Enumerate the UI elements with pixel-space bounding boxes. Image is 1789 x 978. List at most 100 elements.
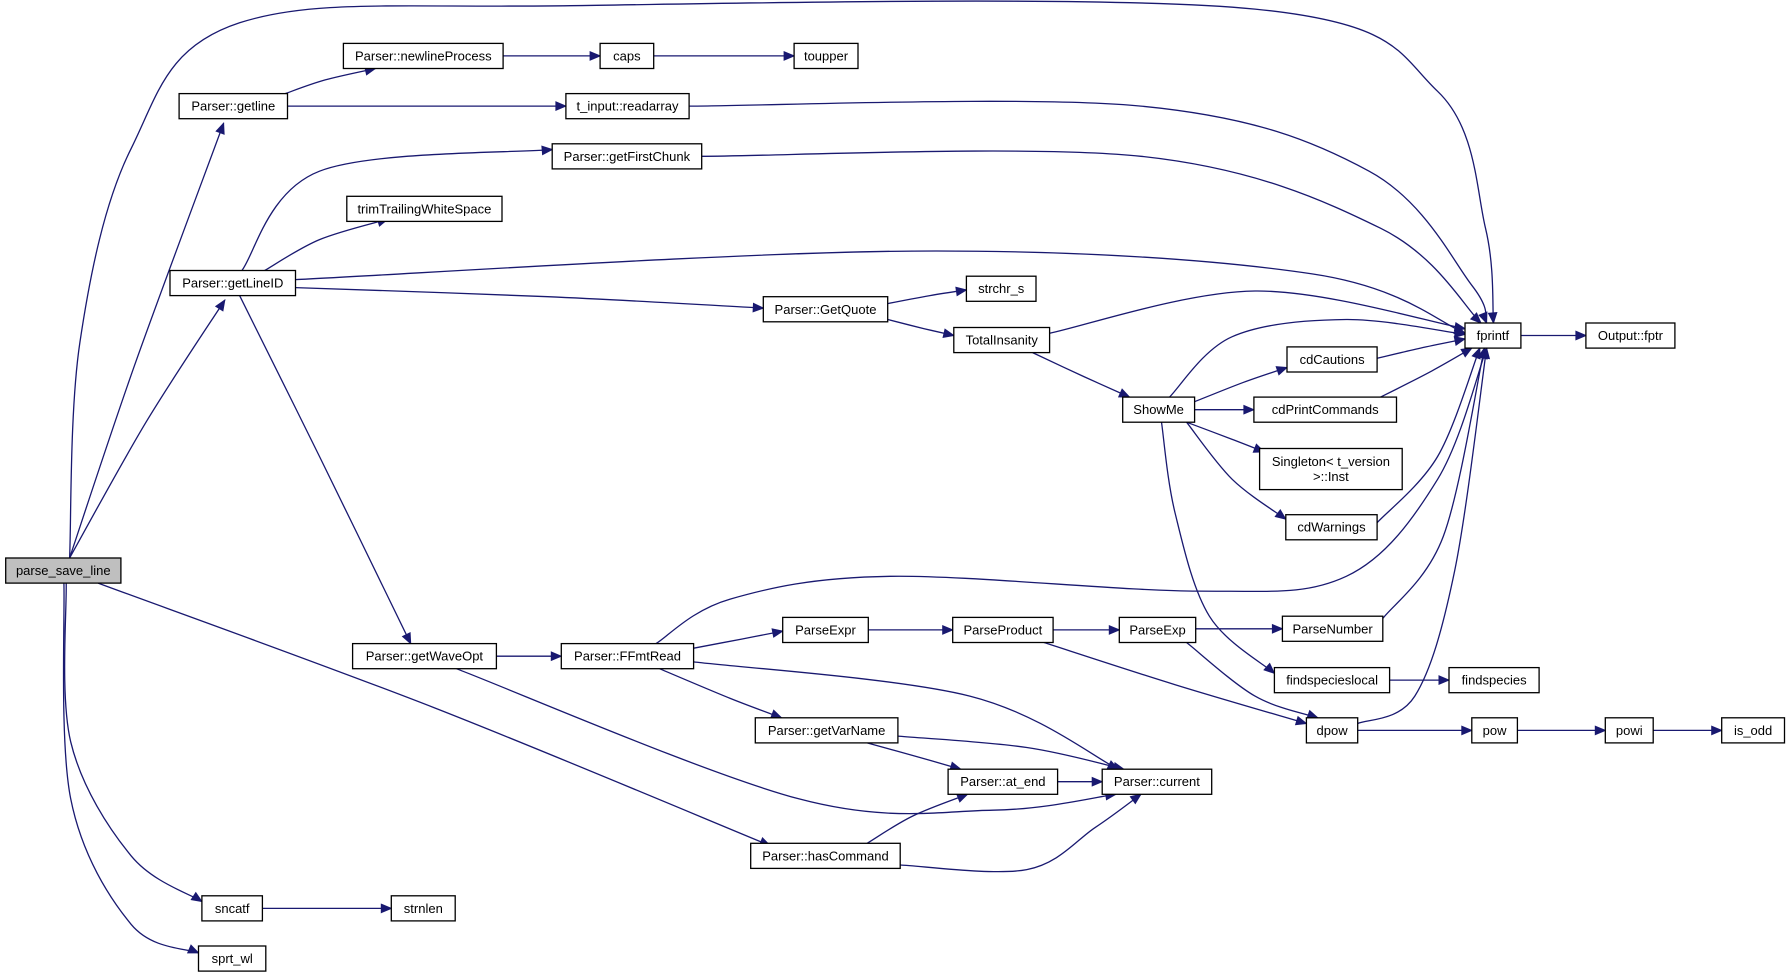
node-label: strnlen (404, 901, 443, 916)
node-label: Parser::getVarName (768, 723, 886, 738)
node-parse_save_line[interactable]: parse_save_line (5, 557, 122, 584)
edge-line (1049, 290, 1466, 334)
node-label: ParseExpr (795, 622, 856, 637)
node-hasCommand[interactable]: Parser::hasCommand (750, 842, 901, 870)
arrowhead (401, 632, 412, 645)
node-cdCautions[interactable]: cdCautions (1286, 346, 1378, 373)
node-cdPrintCommands[interactable]: cdPrintCommands (1253, 396, 1398, 423)
edge-line (62, 583, 199, 954)
edge-pow-to-powi (1517, 725, 1607, 736)
edge-line (239, 295, 412, 644)
edge-ParseProduct-to-dpow (1043, 641, 1308, 726)
node-strchr_s[interactable]: strchr_s (965, 275, 1037, 302)
edge-line (241, 148, 553, 271)
arrowhead (1461, 725, 1474, 736)
arrowhead (550, 651, 563, 662)
edge-getLineID-to-getFirstChunk (241, 145, 554, 271)
node-sprt_wl[interactable]: sprt_wl (197, 945, 267, 972)
node-GetQuote[interactable]: Parser::GetQuote (762, 296, 889, 323)
node-box (1286, 346, 1378, 373)
arrowhead (1438, 675, 1451, 686)
edge-TotalInsanity-to-fprintf (1049, 290, 1467, 334)
node-trimTrailingWhiteSpace[interactable]: trimTrailingWhiteSpace (346, 195, 503, 223)
node-is_odd[interactable]: is_odd (1721, 717, 1786, 744)
node-fptr[interactable]: Output::fptr (1585, 322, 1676, 349)
node-getVarName[interactable]: Parser::getVarName (754, 717, 899, 744)
arrowhead (1271, 623, 1284, 634)
edge-ShowMe-to-cdWarnings (1186, 421, 1287, 520)
edge-TotalInsanity-to-ShowMe (1032, 352, 1131, 398)
edge-ParseExp-to-ParseNumber (1195, 623, 1284, 634)
node-pow[interactable]: pow (1471, 717, 1519, 744)
node-ParseExpr[interactable]: ParseExpr (782, 616, 869, 644)
node-dpow[interactable]: dpow (1305, 717, 1359, 744)
arrowhead (1469, 312, 1482, 324)
edge-line (295, 286, 764, 309)
node-box (1585, 322, 1676, 349)
node-label: Parser::newlineProcess (355, 48, 492, 63)
node-box (1464, 322, 1522, 349)
arrowhead (1575, 330, 1588, 341)
node-sncatf[interactable]: sncatf (201, 895, 264, 922)
node-label: Parser::at_end (960, 774, 1045, 789)
node-label: sprt_wl (212, 951, 253, 966)
arrowhead (752, 302, 765, 313)
node-cdWarnings[interactable]: cdWarnings (1285, 514, 1378, 541)
arrowhead (589, 50, 602, 61)
edge-line (897, 735, 1124, 770)
arrowhead (955, 793, 969, 803)
node-box (1253, 396, 1398, 423)
node-box (750, 842, 901, 870)
node-fprintf[interactable]: fprintf (1464, 322, 1522, 349)
edge-getLineID-to-getWaveOpt (239, 295, 412, 645)
edge-line (1382, 347, 1486, 619)
node-findspecieslocal[interactable]: findspecieslocal (1273, 666, 1391, 694)
node-current[interactable]: Parser::current (1101, 768, 1213, 795)
edge-getVarName-to-current (897, 735, 1126, 772)
node-FFmtRead[interactable]: Parser::FFmtRead (560, 642, 695, 670)
node-box (1122, 396, 1196, 423)
arrowhead (555, 101, 568, 112)
node-readarray[interactable]: t_input::readarray (565, 92, 690, 120)
node-box (754, 717, 899, 744)
node-ParseExp[interactable]: ParseExp (1118, 616, 1197, 644)
node-getLineID[interactable]: Parser::getLineID (169, 269, 297, 297)
node-box (342, 42, 504, 70)
edge-getFirstChunk-to-fprintf (701, 150, 1482, 324)
node-getWaveOpt[interactable]: Parser::getWaveOpt (351, 642, 498, 670)
node-label: sncatf (215, 901, 250, 916)
node-ParseNumber[interactable]: ParseNumber (1281, 615, 1384, 642)
edge-FFmtRead-to-ParseExpr (693, 628, 784, 649)
edge-ShowMe-to-cdPrintCommands (1194, 404, 1256, 415)
node-getFirstChunk[interactable]: Parser::getFirstChunk (551, 143, 703, 170)
edge-line (1357, 348, 1488, 725)
node-box (1471, 717, 1519, 744)
node-Singleton[interactable]: Singleton< t_version>::Inst (1258, 447, 1403, 491)
node-TotalInsanity[interactable]: TotalInsanity (953, 326, 1051, 354)
node-powi[interactable]: powi (1604, 717, 1654, 744)
edge-line (69, 299, 226, 559)
node-findspecies[interactable]: findspecies (1448, 666, 1540, 694)
node-caps[interactable]: caps (599, 42, 655, 70)
edge-powi-to-is_odd (1653, 725, 1723, 736)
edge-getWaveOpt-to-FFmtRead (496, 651, 563, 662)
node-box (169, 269, 297, 297)
arrowhead (1275, 366, 1289, 376)
node-at_end[interactable]: Parser::at_end (947, 768, 1059, 795)
node-getline[interactable]: Parser::getline (178, 92, 289, 120)
edge-line (1376, 338, 1466, 359)
node-label: findspecieslocal (1286, 673, 1378, 688)
node-box (1721, 717, 1786, 744)
node-toupper[interactable]: toupper (793, 42, 859, 70)
arrowhead (1117, 388, 1131, 398)
edge-ShowMe-to-cdCautions (1194, 366, 1289, 403)
arrowhead (942, 328, 956, 339)
node-ShowMe[interactable]: ShowMe (1122, 396, 1196, 423)
node-strnlen[interactable]: strnlen (390, 895, 456, 922)
node-ParseProduct[interactable]: ParseProduct (952, 616, 1054, 644)
edge-parse_save_line-to-sncatf (63, 583, 203, 903)
edge-line (887, 289, 967, 305)
node-box (201, 895, 264, 922)
node-newlineProcess[interactable]: Parser::newlineProcess (342, 42, 504, 70)
